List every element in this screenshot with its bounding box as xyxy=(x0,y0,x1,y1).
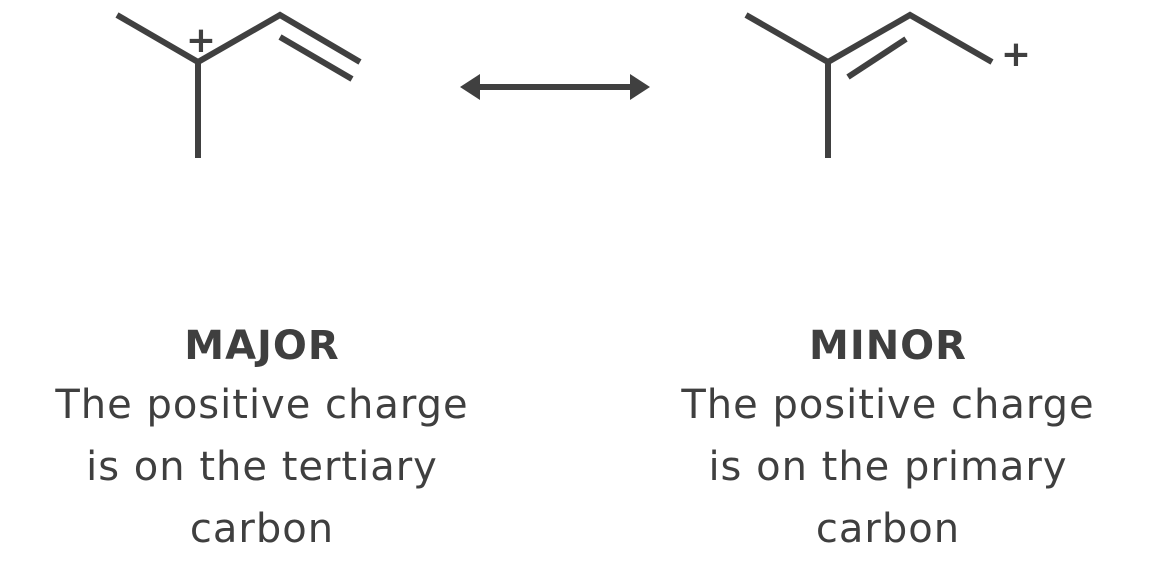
major-skeleton-bonds xyxy=(115,11,362,66)
minor-skeleton-bonds xyxy=(744,11,994,66)
minor-caption: MINOR The positive charge is on the prim… xyxy=(628,318,1148,560)
minor-line-1: The positive charge xyxy=(681,382,1095,428)
minor-double-bond-inner xyxy=(846,36,908,80)
minor-positive-charge: + xyxy=(1001,34,1031,75)
major-caption: MAJOR The positive charge is on the tert… xyxy=(2,318,522,560)
major-positive-charge: + xyxy=(186,20,216,61)
major-structure xyxy=(115,11,362,158)
major-line-1: The positive charge xyxy=(55,382,469,428)
minor-title: MINOR xyxy=(809,323,967,369)
minor-structure xyxy=(744,11,994,158)
major-double-bond-inner xyxy=(278,34,354,82)
resonance-structures: + + xyxy=(115,11,1031,158)
resonance-arrow xyxy=(460,74,650,100)
major-line-2: is on the tertiary xyxy=(86,444,438,490)
minor-line-3: carbon xyxy=(815,506,961,552)
major-line-3: carbon xyxy=(189,506,335,552)
major-title: MAJOR xyxy=(184,323,340,369)
minor-line-2: is on the primary xyxy=(708,444,1068,490)
